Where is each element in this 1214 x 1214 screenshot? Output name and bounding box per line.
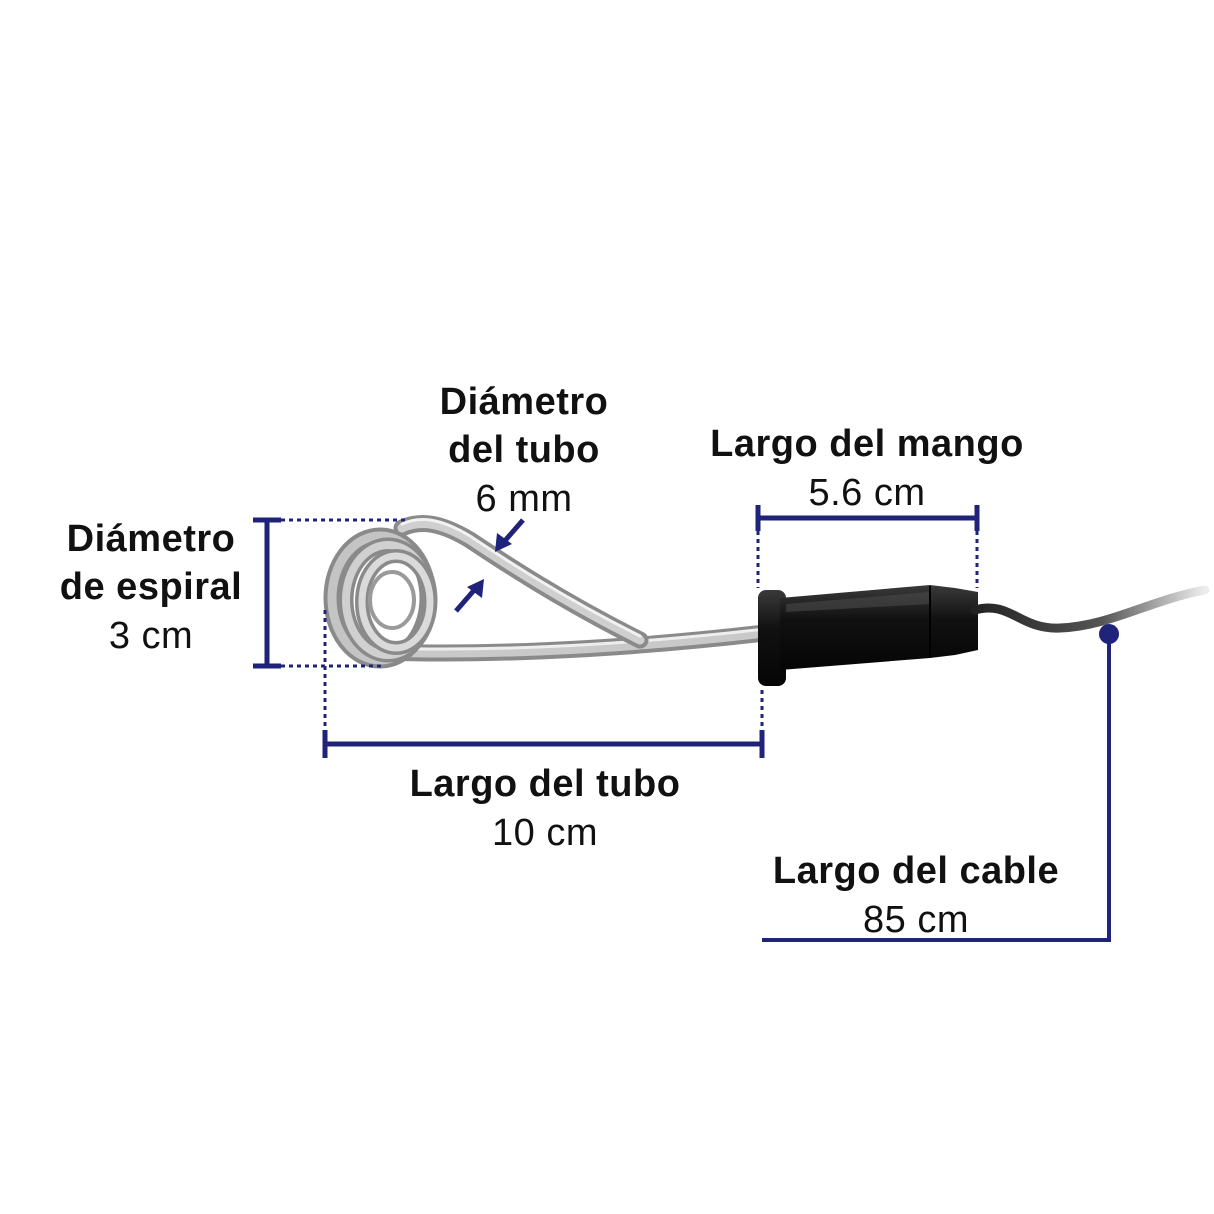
- tube-diameter-label: Diámetro del tubo 6 mm: [404, 383, 644, 518]
- handle-length-label: Largo del mango 5.6 cm: [686, 425, 1048, 512]
- heater-coil: [323, 527, 438, 669]
- spiral-diameter-title-line2: de espiral: [59, 566, 243, 608]
- tube-diameter-title-line2: del tubo: [448, 429, 600, 471]
- spiral-diameter-label: Diámetro de espiral 3 cm: [40, 520, 262, 655]
- handle-length-title: Largo del mango: [710, 423, 1024, 465]
- cable-length-value: 85 cm: [863, 899, 969, 941]
- tube-diameter-arrows: [454, 518, 525, 613]
- heater-tube: [373, 515, 774, 662]
- handle-length-dimension: [755, 505, 980, 588]
- handle-length-value: 5.6 cm: [808, 472, 926, 514]
- tube-length-value: 10 cm: [492, 812, 598, 854]
- heater-handle: [758, 585, 978, 686]
- cable-length-dimension: [762, 624, 1119, 942]
- cable-length-title: Largo del cable: [772, 850, 1060, 892]
- tube-length-dimension: [322, 610, 765, 758]
- spiral-diameter-title-line1: Diámetro: [66, 518, 236, 560]
- heater-cable: [970, 585, 1210, 633]
- tube-length-title: Largo del tubo: [409, 763, 681, 805]
- spiral-diameter-dimension: [253, 517, 405, 669]
- spiral-diameter-value: 3 cm: [108, 615, 194, 657]
- tube-diameter-title-line1: Diámetro: [439, 381, 609, 423]
- cable-length-label: Largo del cable 85 cm: [748, 852, 1084, 939]
- tube-diameter-value: 6 mm: [475, 478, 573, 520]
- tube-length-label: Largo del tubo 10 cm: [380, 765, 710, 852]
